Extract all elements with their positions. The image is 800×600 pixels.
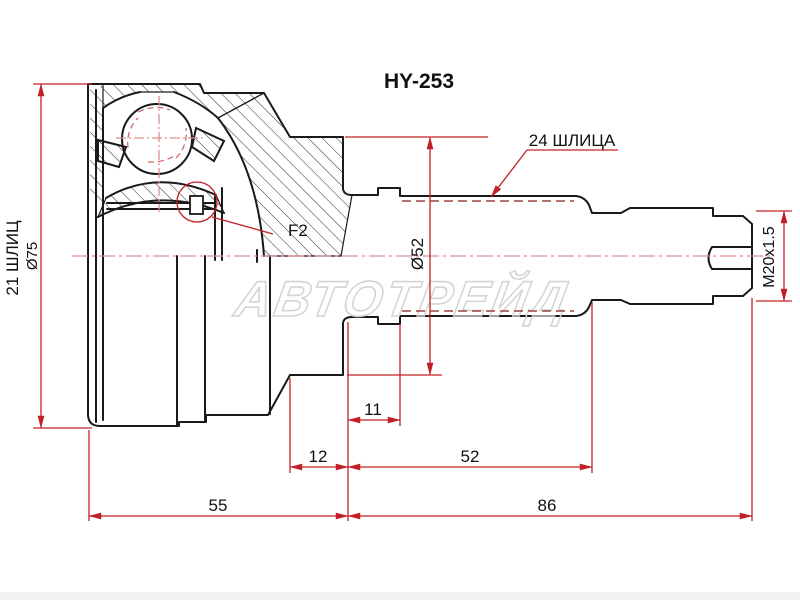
- dimension-lines: [33, 83, 792, 521]
- splines-shaft-label: 24 ШЛИЦА: [529, 131, 616, 150]
- center-lines: [72, 96, 770, 257]
- dim-52-label: 52: [461, 447, 480, 466]
- diameter-body-label: Ø52: [408, 238, 427, 270]
- ball-spline-arcs: [127, 106, 187, 163]
- dim-55-label: 55: [209, 496, 228, 515]
- bearing-ball: [121, 103, 193, 175]
- thread-relief-slot: [707, 246, 753, 270]
- detail-f2-label: F2: [288, 221, 308, 240]
- bottom-strip: [0, 592, 800, 600]
- thread-label: M20x1.5: [761, 226, 778, 287]
- detail-f2-circle: [176, 181, 218, 223]
- interior-lines: [95, 89, 753, 426]
- section-hatching: [88, 83, 353, 257]
- splines-bell-label: 21 ШЛИЦ: [3, 220, 22, 296]
- diameter-bell-label: Ø75: [24, 242, 41, 270]
- snap-ring-groove: [189, 195, 204, 215]
- dim-11-label: 11: [364, 400, 382, 419]
- detail-f2-leader: [211, 216, 274, 235]
- part-number-title: HY-253: [384, 70, 454, 93]
- watermark-text: АВТОТРЕЙД: [229, 270, 575, 327]
- spline-leader-line: [490, 149, 528, 198]
- dim-12-label: 12: [309, 447, 328, 466]
- dim-86-label: 86: [538, 496, 557, 515]
